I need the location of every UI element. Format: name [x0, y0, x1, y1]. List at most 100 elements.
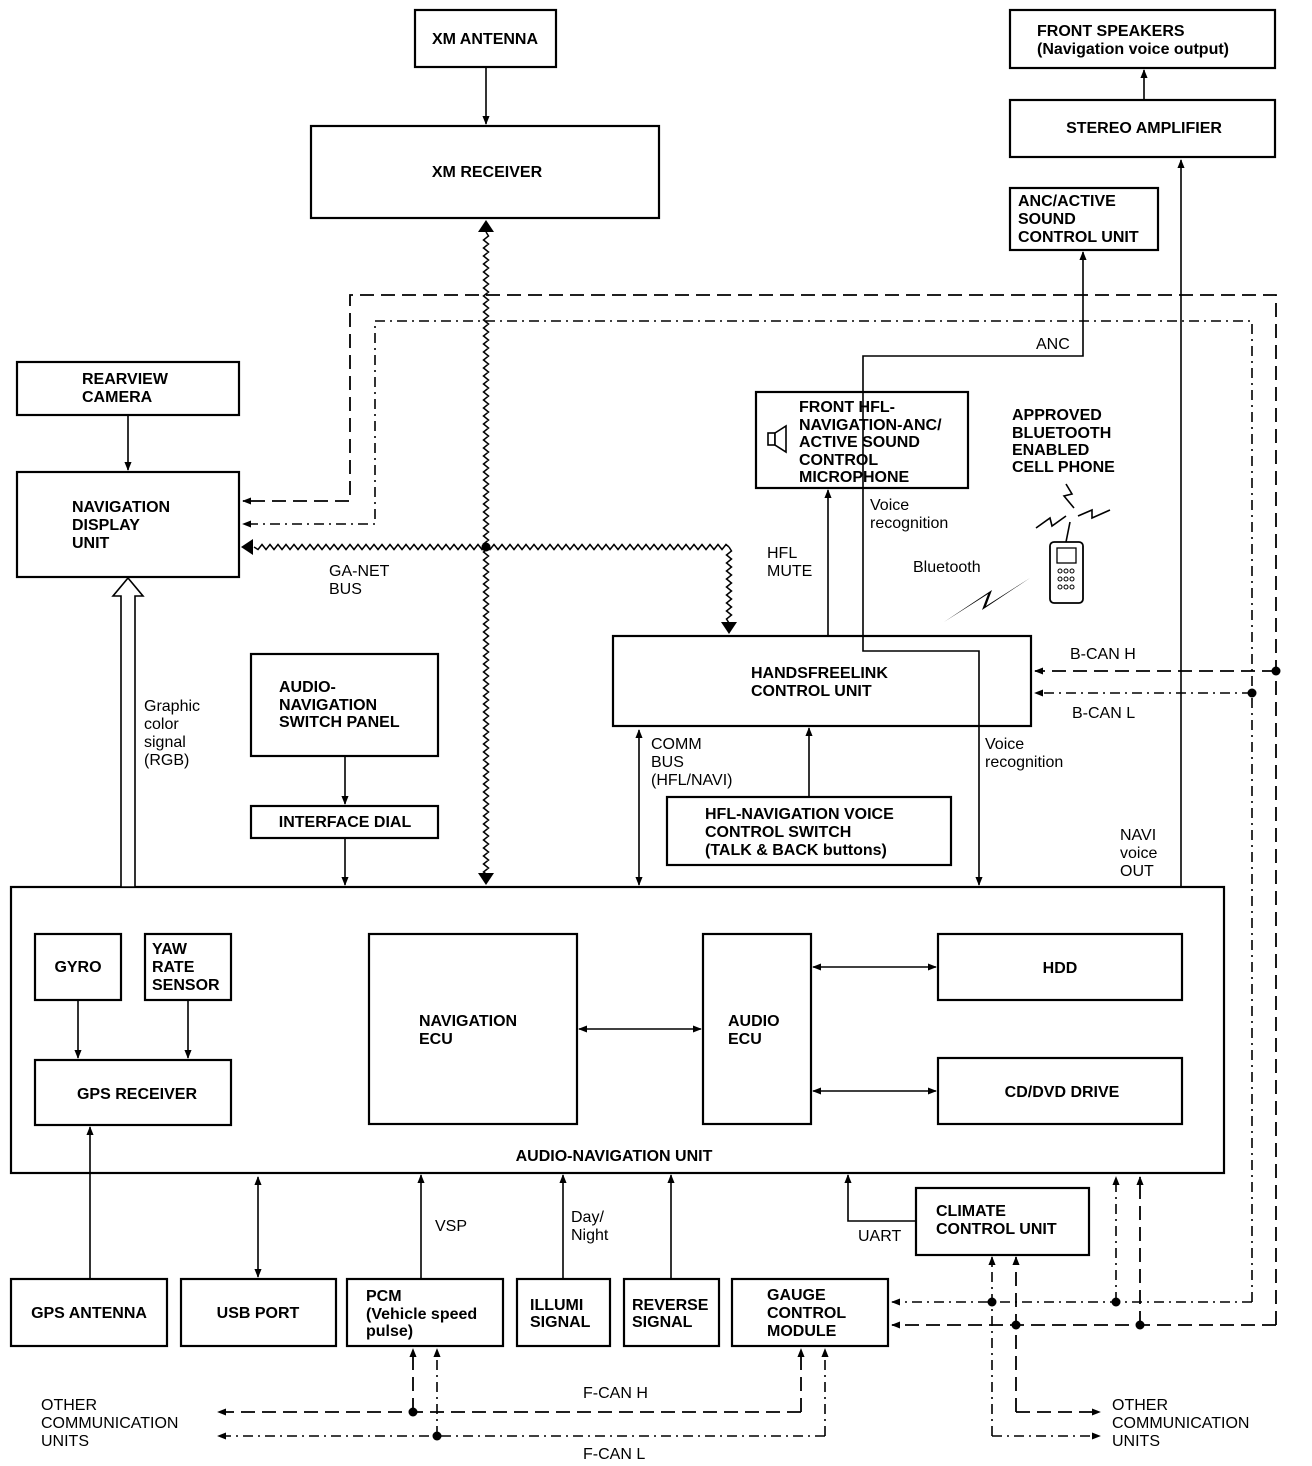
voice-switch-line-2: CONTROL SWITCH	[705, 824, 851, 841]
gps-receiver-label: GPS RECEIVER	[77, 1086, 197, 1103]
voice-recognition-top-line-2: recognition	[870, 515, 948, 532]
speaker-icon	[767, 424, 787, 454]
stereo-amplifier-label: STEREO AMPLIFIER	[1066, 120, 1222, 137]
gps-receiver-box: GPS RECEIVER	[33, 1058, 233, 1127]
anc-unit-line-1: ANC/ACTIVE	[1018, 193, 1116, 210]
voice-recognition-top-line-1: Voice	[870, 497, 909, 514]
voice-switch-line-3: (TALK & BACK buttons)	[705, 842, 887, 859]
day-night-line-2: Night	[571, 1227, 609, 1244]
handsfreelink-control-unit-box: HANDSFREELINK CONTROL UNIT	[611, 634, 1033, 728]
switch-panel-line-2: NAVIGATION	[279, 697, 377, 714]
pcm-line-1: PCM	[366, 1288, 402, 1305]
graphic-signal-line-2: color	[144, 716, 179, 733]
hfl-voice-control-switch-box: HFL-NAVIGATION VOICE CONTROL SWITCH (TAL…	[665, 795, 953, 867]
other-units-left-line-3: UNITS	[41, 1433, 89, 1450]
hfl-unit-line-2: CONTROL UNIT	[751, 683, 872, 700]
cd-dvd-drive-box: CD/DVD DRIVE	[936, 1056, 1184, 1126]
b-can-l-label: B-CAN L	[1072, 705, 1135, 722]
other-units-left-line-2: COMMUNICATION	[41, 1415, 178, 1432]
xm-antenna-label: XM ANTENNA	[432, 31, 539, 48]
audio-navigation-unit-box: AUDIO-NAVIGATION UNIT	[9, 885, 1226, 1175]
front-speakers-line-1: FRONT SPEAKERS	[1037, 23, 1185, 40]
illumi-line-1: ILLUMI	[530, 1297, 583, 1314]
reverse-signal-box: REVERSE SIGNAL	[622, 1277, 721, 1348]
xm-antenna-box: XM ANTENNA	[413, 8, 558, 69]
reverse-line-1: REVERSE	[632, 1297, 709, 1314]
ga-net-line-1: GA-NET	[329, 563, 390, 580]
voice-recognition-right-line-1: Voice	[985, 736, 1024, 753]
hdd-box: HDD	[936, 932, 1184, 1002]
other-units-right-line-3: UNITS	[1112, 1433, 1160, 1450]
audio-ecu-line-1: AUDIO	[728, 1013, 780, 1030]
uart-label: UART	[858, 1228, 901, 1245]
front-speakers-box: FRONT SPEAKERS (Navigation voice output)	[1008, 8, 1277, 70]
anc-unit-line-2: SOUND	[1018, 211, 1076, 228]
bluetooth-lightning-icon	[944, 578, 1030, 622]
rearview-camera-line-2: CAMERA	[82, 389, 153, 406]
yaw-line-3: SENSOR	[152, 977, 220, 994]
anc-unit-line-3: CONTROL UNIT	[1018, 229, 1139, 246]
pcm-box: PCM (Vehicle speed pulse)	[345, 1277, 505, 1348]
nav-display-line-2: DISPLAY	[72, 517, 140, 534]
hdd-label: HDD	[1043, 960, 1078, 977]
cell-phone-label: APPROVED BLUETOOTH ENABLED CELL PHONE	[1012, 407, 1115, 476]
rearview-camera-line-1: REARVIEW	[82, 371, 169, 388]
nav-display-line-3: UNIT	[72, 535, 110, 552]
other-units-right-line-1: OTHER	[1112, 1397, 1168, 1414]
gauge-control-module-box: GAUGE CONTROL MODULE	[730, 1277, 890, 1348]
graphic-signal-line-4: (RGB)	[144, 752, 189, 769]
voice-switch-line-1: HFL-NAVIGATION VOICE	[705, 806, 894, 823]
gyro-label: GYRO	[54, 959, 101, 976]
front-mic-line-4: CONTROL	[799, 452, 878, 469]
solid-connections	[74, 67, 1185, 1279]
climate-line-2: CONTROL UNIT	[936, 1221, 1057, 1238]
switch-panel-line-3: SWITCH PANEL	[279, 714, 400, 731]
comm-bus-line-2: BUS	[651, 754, 684, 771]
climate-line-1: CLIMATE	[936, 1203, 1006, 1220]
usb-port-label: USB PORT	[217, 1305, 300, 1322]
hfl-unit-line-1: HANDSFREELINK	[751, 665, 888, 682]
gyro-box: GYRO	[33, 932, 123, 1002]
usb-port-box: USB PORT	[179, 1277, 338, 1348]
ga-net-line-2: BUS	[329, 581, 362, 598]
f-can-h-label: F-CAN H	[583, 1385, 648, 1402]
yaw-line-1: YAW	[152, 941, 188, 958]
gauge-line-2: CONTROL	[767, 1305, 846, 1322]
xm-receiver-box: XM RECEIVER	[309, 124, 661, 220]
gps-antenna-box: GPS ANTENNA	[9, 1277, 169, 1348]
vsp-label: VSP	[435, 1218, 467, 1235]
cell-phone-line-2: BLUETOOTH	[1012, 425, 1111, 442]
cell-phone-line-4: CELL PHONE	[1012, 459, 1115, 476]
yaw-line-2: RATE	[152, 959, 195, 976]
front-speakers-line-2: (Navigation voice output)	[1037, 41, 1229, 58]
b-can-h-label: B-CAN H	[1070, 646, 1136, 663]
front-microphone-box: FRONT HFL- NAVIGATION-ANC/ ACTIVE SOUND …	[754, 390, 970, 490]
pcm-line-3: pulse)	[366, 1323, 413, 1340]
other-units-right-line-2: COMMUNICATION	[1112, 1415, 1249, 1432]
interface-dial-label: INTERFACE DIAL	[279, 814, 412, 831]
navi-voice-out-line-3: OUT	[1120, 863, 1154, 880]
graphic-signal-line-1: Graphic	[144, 698, 200, 715]
navi-voice-out-line-2: voice	[1120, 845, 1157, 862]
xm-receiver-label: XM RECEIVER	[432, 164, 543, 181]
cd-dvd-label: CD/DVD DRIVE	[1005, 1084, 1120, 1101]
rearview-camera-box: REARVIEW CAMERA	[15, 360, 241, 417]
illumi-line-2: SIGNAL	[530, 1314, 591, 1331]
front-mic-line-5: MICROPHONE	[799, 469, 910, 486]
audio-navigation-switch-panel-box: AUDIO- NAVIGATION SWITCH PANEL	[249, 652, 440, 758]
reverse-line-2: SIGNAL	[632, 1314, 693, 1331]
graphic-signal-line-3: signal	[144, 734, 186, 751]
interface-dial-box: INTERFACE DIAL	[249, 804, 440, 840]
nav-ecu-line-2: ECU	[419, 1031, 453, 1048]
audio-ecu-line-2: ECU	[728, 1031, 762, 1048]
switch-panel-line-1: AUDIO-	[279, 679, 336, 696]
rgb-signal-arrow	[111, 576, 145, 888]
gps-antenna-label: GPS ANTENNA	[31, 1305, 147, 1322]
yaw-rate-sensor-box: YAW RATE SENSOR	[143, 932, 233, 1002]
anc-label: ANC	[1036, 336, 1070, 353]
cell-phone-line-3: ENABLED	[1012, 442, 1089, 459]
navigation-display-unit-box: NAVIGATION DISPLAY UNIT	[15, 470, 241, 579]
cell-phone-icon	[1035, 483, 1111, 604]
gauge-line-3: MODULE	[767, 1323, 837, 1340]
